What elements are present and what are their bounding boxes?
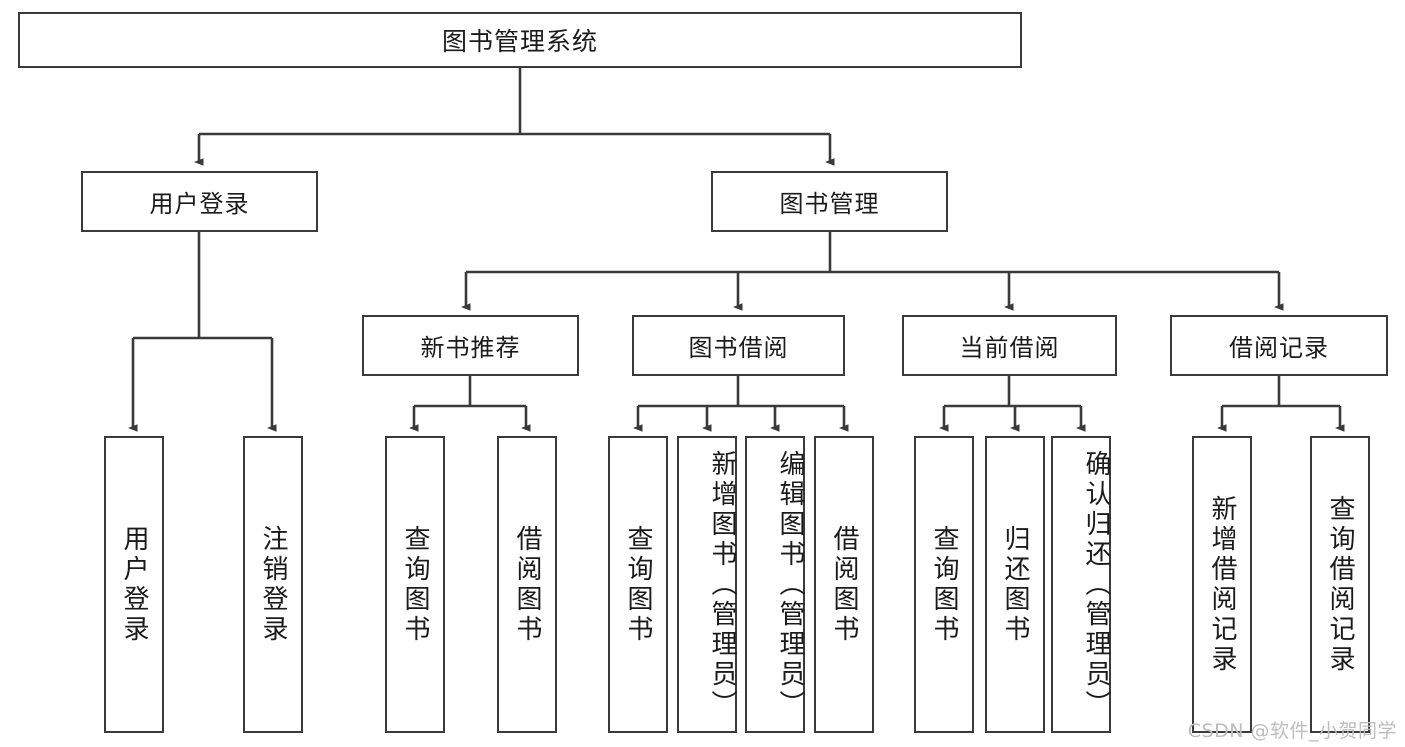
- leaf-edit-book-admin[interactable]: 编辑图书（管理员）: [745, 436, 805, 733]
- node-book-management[interactable]: 图书管理: [711, 171, 948, 232]
- leaf-borrow-book-recommend[interactable]: 借阅图书: [497, 436, 557, 733]
- leaf-return-book[interactable]: 归还图书: [985, 436, 1045, 733]
- node-label: 用户登录: [119, 524, 149, 645]
- node-new-book-recommend[interactable]: 新书推荐: [362, 315, 579, 376]
- node-label: 新增借阅记录: [1207, 494, 1237, 675]
- node-label: 图书借阅: [688, 334, 789, 362]
- node-label: 查询图书: [400, 524, 430, 645]
- node-label: 查询图书: [929, 524, 959, 645]
- leaf-logout[interactable]: 注销登录: [243, 436, 303, 733]
- node-root-book-management-system[interactable]: 图书管理系统: [18, 12, 1022, 68]
- node-book-borrow[interactable]: 图书借阅: [632, 315, 845, 376]
- leaf-query-borrow-record[interactable]: 查询借阅记录: [1310, 436, 1370, 733]
- leaf-query-book-recommend[interactable]: 查询图书: [385, 436, 445, 733]
- leaf-add-borrow-record[interactable]: 新增借阅记录: [1192, 436, 1252, 733]
- node-label: 注销登录: [258, 524, 288, 645]
- leaf-confirm-return-admin[interactable]: 确认归还（管理员）: [1051, 436, 1111, 733]
- csdn-watermark: CSDN @软件_小贺同学: [1187, 720, 1397, 742]
- node-borrow-record[interactable]: 借阅记录: [1170, 315, 1388, 376]
- node-label: 图书管理: [779, 190, 880, 218]
- leaf-query-book-current[interactable]: 查询图书: [914, 436, 974, 733]
- node-user-login[interactable]: 用户登录: [81, 171, 318, 232]
- node-label: 用户登录: [149, 190, 250, 218]
- leaf-borrow-book[interactable]: 借阅图书: [814, 436, 874, 733]
- leaf-user-login[interactable]: 用户登录: [104, 436, 164, 733]
- node-label: 新增图书（管理员）: [707, 449, 737, 720]
- node-label: 图书管理系统: [441, 27, 598, 56]
- node-label: 借阅图书: [829, 524, 859, 645]
- leaf-query-book-borrow[interactable]: 查询图书: [608, 436, 668, 733]
- node-label: 确认归还（管理员）: [1081, 449, 1111, 720]
- node-label: 新书推荐: [420, 334, 521, 362]
- node-label: 查询借阅记录: [1325, 494, 1355, 675]
- node-current-borrow[interactable]: 当前借阅: [902, 315, 1117, 376]
- node-label: 借阅图书: [512, 524, 542, 645]
- node-label: 借阅记录: [1229, 334, 1329, 362]
- node-label: 当前借阅: [959, 334, 1060, 362]
- node-label: 查询图书: [623, 524, 653, 645]
- node-label: 编辑图书（管理员）: [775, 449, 805, 720]
- leaf-add-book-admin[interactable]: 新增图书（管理员）: [677, 436, 737, 733]
- node-label: 归还图书: [1000, 524, 1030, 645]
